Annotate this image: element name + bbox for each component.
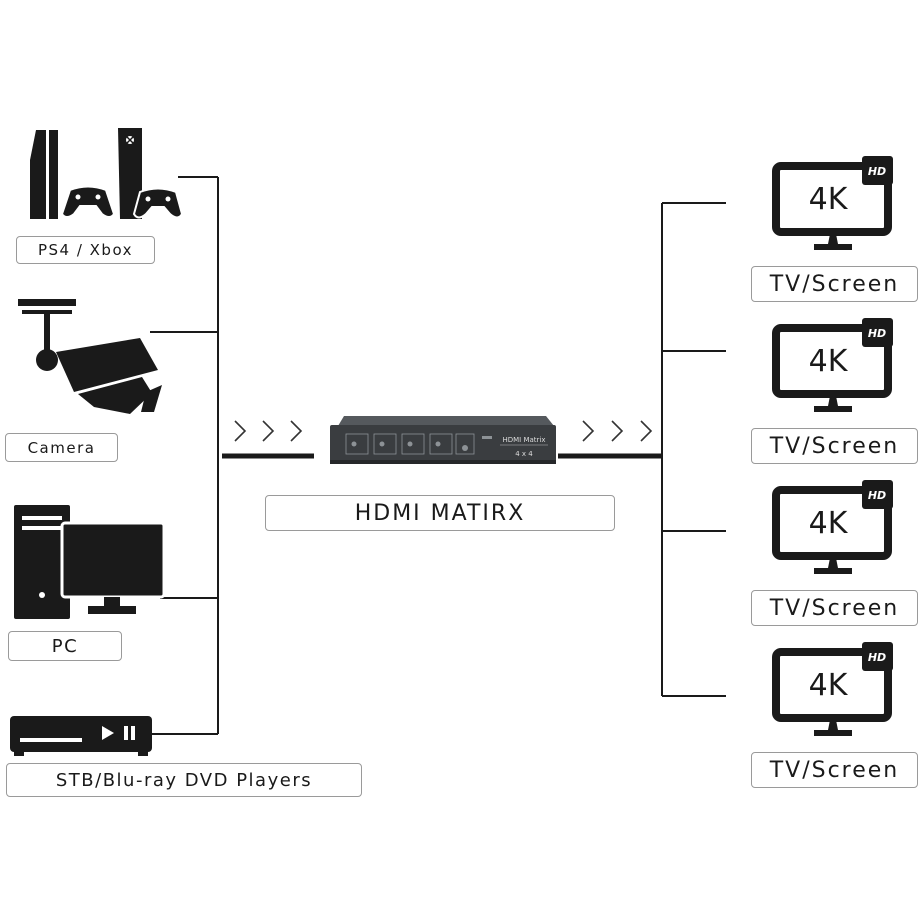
display-label: TV/Screen <box>751 266 918 302</box>
source-label-pc: PC <box>8 631 122 661</box>
tv-4k-icon: HD 4K <box>772 318 893 412</box>
hd-badge: HD <box>868 327 886 340</box>
display-connector-lines <box>661 202 726 697</box>
display-label: TV/Screen <box>751 752 918 788</box>
tv-4k-icon: HD 4K <box>772 156 893 250</box>
hd-badge: HD <box>868 165 886 178</box>
device-title: HDMI Matrix <box>502 436 545 444</box>
source-connector-lines <box>150 176 219 735</box>
hd-badge: HD <box>868 651 886 664</box>
tv-screen-text: 4K <box>809 182 849 217</box>
console-controllers-icon <box>30 128 184 219</box>
tv-4k-icon: HD 4K <box>772 480 893 574</box>
display-label: TV/Screen <box>751 590 918 626</box>
security-camera-icon <box>18 299 162 414</box>
desktop-pc-icon <box>14 505 166 619</box>
source-label-ps4-xbox: PS4 / Xbox <box>16 236 155 264</box>
device-size: 4 x 4 <box>515 450 533 458</box>
source-label-camera: Camera <box>5 433 118 462</box>
hdmi-matrix-device: HDMI Matrix 4 x 4 <box>330 416 556 464</box>
input-signal-arrows <box>234 420 303 442</box>
tv-screen-text: 4K <box>809 344 849 379</box>
tv-4k-icon: HD 4K <box>772 642 893 736</box>
source-label-stb-bluray: STB/Blu-ray DVD Players <box>6 763 362 797</box>
tv-screen-text: 4K <box>809 668 849 703</box>
tv-screen-text: 4K <box>809 506 849 541</box>
dvd-player-icon <box>10 716 152 756</box>
display-label: TV/Screen <box>751 428 918 464</box>
hd-badge: HD <box>868 489 886 502</box>
matrix-label: HDMI MATIRX <box>265 495 615 531</box>
output-signal-arrows <box>582 420 653 442</box>
